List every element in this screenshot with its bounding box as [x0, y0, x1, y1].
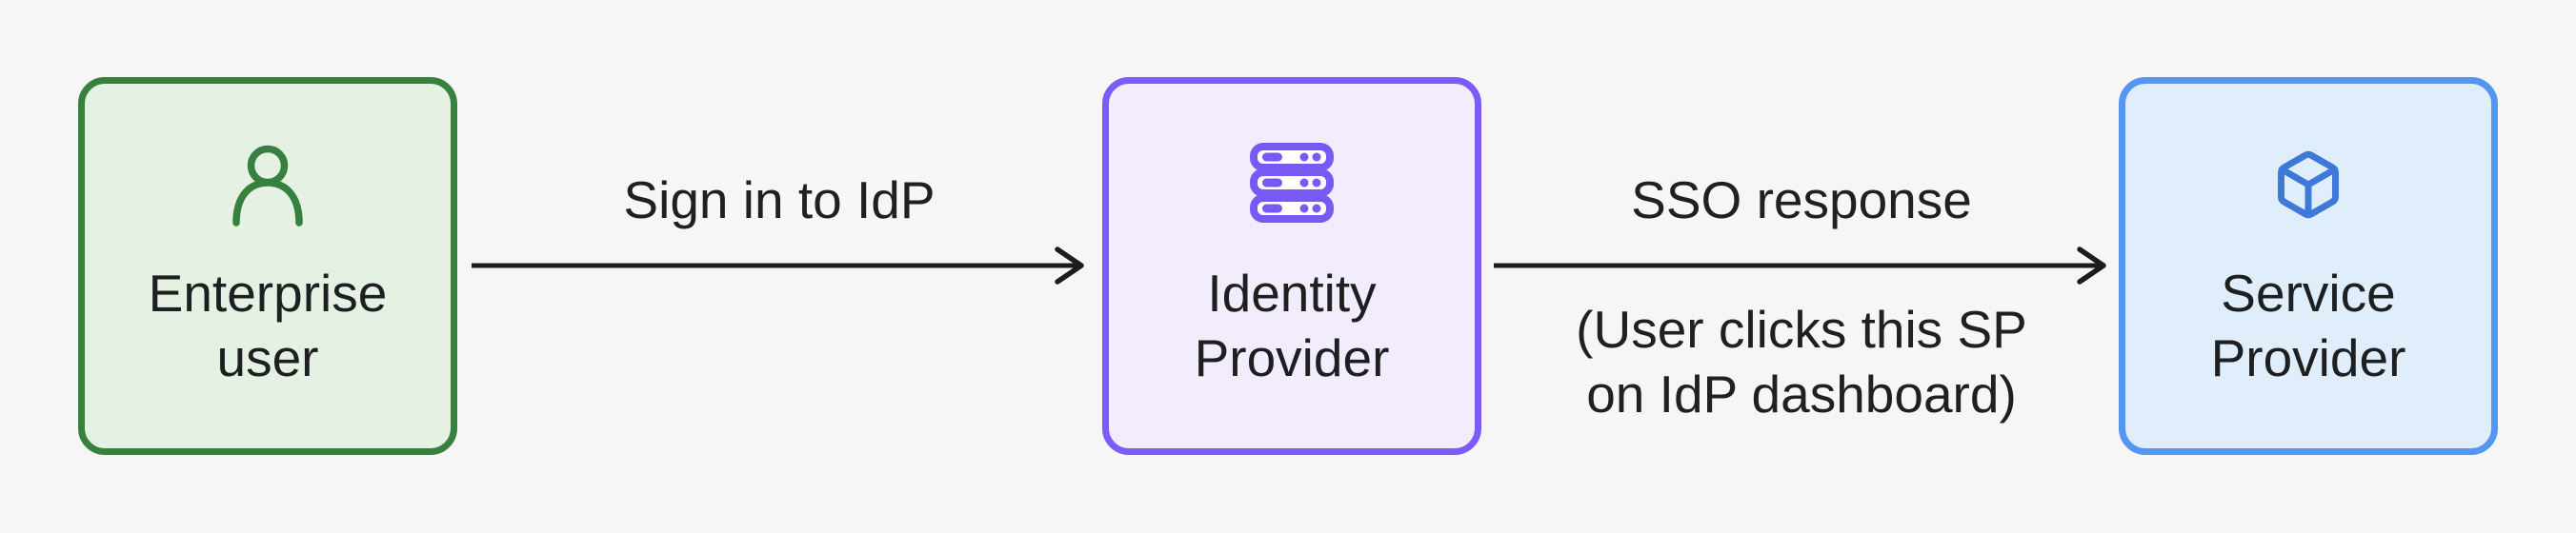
arrowhead-icon [2077, 247, 2106, 285]
edge-label-sso-response: SSO response [1631, 170, 1972, 229]
arrowhead-icon [1055, 247, 1084, 285]
node-label-enterprise-user: Enterprise user [148, 264, 388, 387]
node-service-provider: Service Provider [2119, 77, 2498, 455]
node-identity-provider: Identity Provider [1102, 77, 1481, 455]
arrow-user-to-idp [472, 247, 1084, 285]
edge-caption-line: (User clicks this SP [1576, 300, 2027, 359]
node-label-identity-provider: Identity Provider [1194, 264, 1390, 387]
arrow-idp-to-sp [1494, 247, 2106, 285]
person-icon [224, 143, 312, 227]
cube-icon [2272, 143, 2345, 227]
node-enterprise-user: Enterprise user [78, 77, 457, 455]
edge-caption-sso-response: (User clicks this SP on IdP dashboard) [1494, 297, 2109, 426]
node-label-service-provider: Service Provider [2210, 264, 2406, 387]
server-stack-icon [1250, 143, 1334, 227]
edge-label-sign-in: Sign in to IdP [623, 170, 936, 229]
edge-caption-line: on IdP dashboard) [1586, 365, 2017, 424]
